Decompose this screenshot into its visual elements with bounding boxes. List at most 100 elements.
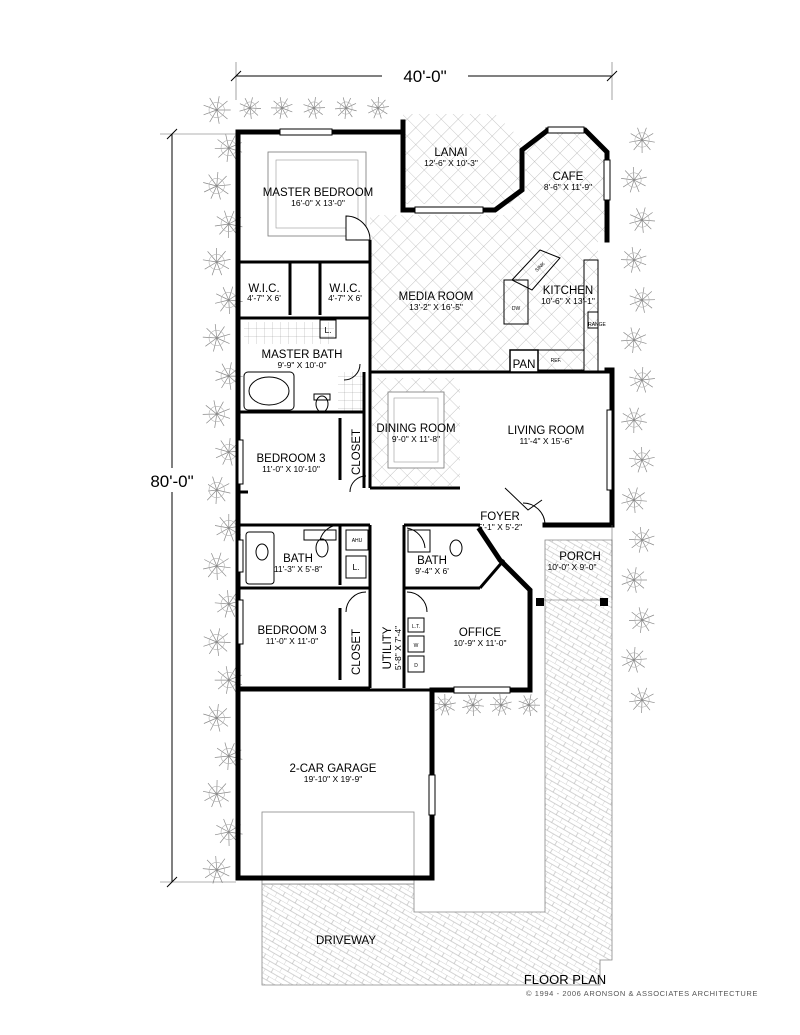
shrub-icon <box>629 366 655 393</box>
shrub-icon <box>621 567 647 593</box>
bedroom-3-lower-size: 11'-0" X 11'-0" <box>266 636 318 646</box>
shrub-icon <box>434 693 456 716</box>
shrub-icon <box>629 127 655 154</box>
linen-master-label: L. <box>324 325 331 335</box>
porch-label: PORCH <box>559 551 601 563</box>
bedroom-3-lower-label: BEDROOM 3 <box>257 625 326 637</box>
fixtures <box>243 249 599 673</box>
shrub-icon <box>621 166 647 193</box>
garage-size: 19'-10" X 19'-9" <box>304 774 362 784</box>
shrub-icon <box>270 97 293 119</box>
bath-right-label: BATH <box>417 555 447 567</box>
cafe-label: CAFE <box>553 171 584 183</box>
wic-right-label: W.I.C. <box>329 283 360 295</box>
shrub-icon <box>620 327 647 353</box>
wic-left-size: 4'-7" X 6' <box>247 293 281 303</box>
media-room-size: 13'-2" X 16'-5" <box>409 302 463 312</box>
kitchen-size: 10'-6" X 13'-1" <box>541 296 595 306</box>
bath-right-size: 9'-4" X 6' <box>415 566 449 576</box>
depth-label: 80'-0" <box>150 472 193 491</box>
shrub-icon <box>462 694 484 717</box>
shrub-icon <box>203 171 231 200</box>
shrub-icon <box>629 287 656 313</box>
width-dimension: 40'-0" <box>230 62 618 100</box>
ref-label: REF. <box>551 358 562 364</box>
room-labels: LANAI 12'-6" X 10'-3" CAFE 8'-6" X 11'-9… <box>247 147 601 947</box>
landscaping <box>202 96 656 884</box>
windows <box>237 126 613 816</box>
pantry-label: PAN <box>513 359 536 371</box>
media-room-label: MEDIA ROOM <box>399 291 474 303</box>
shrub-icon <box>334 97 357 120</box>
depth-dimension: 80'-0" <box>138 128 236 888</box>
porch-column <box>536 598 544 606</box>
shrub-icon <box>367 96 389 119</box>
porch-column <box>600 598 608 606</box>
dining-room-label: DINING ROOM <box>376 423 455 435</box>
lanai-label: LANAI <box>434 147 467 159</box>
utility-label: UTILITY <box>382 626 394 669</box>
utility-size: 5'-8" X 7'-4" <box>393 626 403 670</box>
dryer-label: D <box>414 663 418 669</box>
foyer-label: FOYER <box>480 511 520 523</box>
lanai-size: 12'-6" X 10'-3" <box>424 158 478 168</box>
shrub-icon <box>621 487 647 514</box>
shrub-icon <box>629 446 655 473</box>
lanai-floor <box>403 114 522 204</box>
shrub-icon <box>203 704 231 732</box>
shrub-icon <box>203 552 231 581</box>
dw-label: DW <box>512 306 521 312</box>
floor-plan-title: FLOOR PLAN <box>524 972 606 987</box>
bath-left-label: BATH <box>283 553 313 565</box>
shrub-icon <box>202 324 231 352</box>
living-room-label: LIVING ROOM <box>508 425 585 437</box>
shrub-icon <box>628 527 655 553</box>
interior-walls <box>238 240 610 692</box>
shrub-icon <box>629 687 655 714</box>
master-bath-label: MASTER BATH <box>262 349 343 361</box>
shrub-icon <box>202 855 231 884</box>
closet-lower-label: CLOSET <box>351 629 363 675</box>
fixture-labels: CLOSET CLOSET PAN L. L. AHU DW SINK RANG… <box>324 261 606 675</box>
shrub-icon <box>303 97 326 119</box>
shrub-icon <box>202 400 231 428</box>
linen-hall-label: L. <box>352 562 359 572</box>
kitchen-label: KITCHEN <box>543 285 593 297</box>
garage-door-apron <box>261 811 415 885</box>
living-room-size: 11'-4" X 15'-6" <box>519 436 572 446</box>
width-label: 40'-0" <box>403 67 446 86</box>
master-bath-size: 9'-9" X 10'-0" <box>278 360 327 370</box>
driveway-label: DRIVEWAY <box>316 935 376 947</box>
bedroom-3-upper-label: BEDROOM 3 <box>256 453 325 465</box>
dining-room-size: 9'-0" X 11'-8" <box>392 434 440 444</box>
shrub-icon <box>628 607 655 633</box>
shrub-icon <box>239 97 262 119</box>
shrub-icon <box>621 407 647 434</box>
media-kitchen-floor <box>370 130 605 370</box>
office-size: 10'-9" X 11'-0" <box>453 638 506 648</box>
shrub-icon <box>620 247 647 273</box>
porch-size: 10'-0" X 9'-0" <box>548 562 597 572</box>
foyer-size: 5'-1" X 5'-2" <box>478 522 522 532</box>
laundry-tub-label: L.T. <box>412 624 420 630</box>
wic-right-size: 4'-7" X 6' <box>328 293 362 303</box>
master-bedroom-label: MASTER BEDROOM <box>263 187 374 199</box>
garage-label: 2-CAR GARAGE <box>290 763 377 775</box>
closet-upper-label: CLOSET <box>351 429 363 475</box>
master-bath-floor <box>244 322 334 344</box>
office-label: OFFICE <box>459 627 501 639</box>
bath-left-size: 11'-3" X 5'-8" <box>274 564 322 574</box>
shrub-icon <box>203 628 231 656</box>
cafe-size: 8'-6" X 11'-9" <box>544 182 592 192</box>
bedroom-3-upper-size: 11'-0" X 10'-10" <box>262 464 320 474</box>
master-bedroom-size: 16'-0" X 13'-0" <box>291 198 345 208</box>
shrub-icon <box>202 779 231 808</box>
shrub-icon <box>629 207 656 233</box>
ahu-label: AHU <box>352 538 363 544</box>
doors <box>319 215 546 613</box>
shrub-icon <box>202 247 231 276</box>
range-label: RANGE <box>588 322 606 328</box>
washer-label: W <box>414 643 419 649</box>
shrub-icon <box>518 694 541 716</box>
